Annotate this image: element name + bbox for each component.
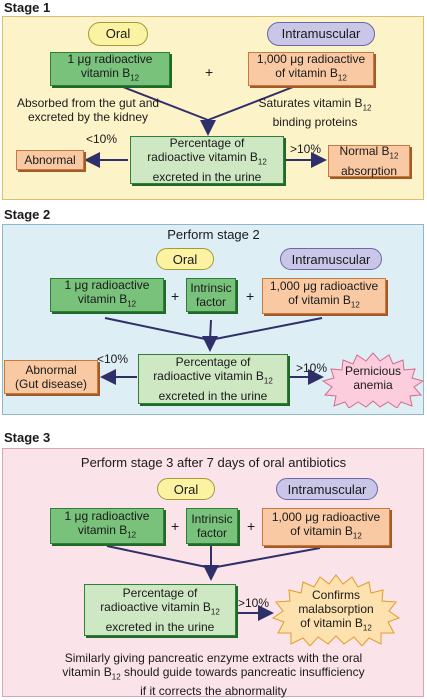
stage3-im-dose-line2: of vitamin B xyxy=(290,524,353,539)
b12-subscript: 12 xyxy=(127,530,137,540)
stage1-normal-box: Normal B12 absorption xyxy=(328,144,410,178)
stage1-im-dose-box: 1,000 μg radioactive of vitamin B12 xyxy=(248,52,374,86)
stage3-confirms-text: Confirms malabsorption of vitamin B12 xyxy=(272,588,400,635)
stage1-intramuscular-label: Intramuscular xyxy=(267,22,375,46)
b12-subscript: 12 xyxy=(350,300,360,310)
b12-subscript: 12 xyxy=(257,157,267,167)
stage2-plus-2: + xyxy=(246,288,255,304)
stage3-confirms-burst xyxy=(272,574,400,646)
b12-subscript: 12 xyxy=(210,607,220,617)
stage1-normal-line1: Normal B xyxy=(339,144,390,159)
stage2-intrinsic-factor-box: Intrinsic factor xyxy=(186,278,236,312)
stage3-footer-line2a: vitamin B xyxy=(62,665,112,679)
stage2-result-box: Percentage of radioactive vitamin B12 ex… xyxy=(138,354,288,404)
stage2-less-than-label: <10% xyxy=(97,352,129,366)
stage3-intrinsic-factor-box: Intrinsic factor xyxy=(186,508,238,544)
stage1-note-left: Absorbed from the gut and excreted by th… xyxy=(16,96,160,124)
stage2-perform-text: Perform stage 2 xyxy=(167,227,260,242)
stage1-note-right-line2: binding proteins xyxy=(272,115,358,130)
stage3-im-dose-line1: 1,000 μg radioactive xyxy=(271,510,381,525)
b12-subscript: 12 xyxy=(337,73,347,83)
stage3-plus-2: + xyxy=(247,518,256,534)
stage3-intramuscular-label: Intramuscular xyxy=(276,478,378,500)
stage2-pernicious-burst xyxy=(322,352,424,408)
stage2-plus-1: + xyxy=(171,288,180,304)
stage1-oral-dose-line2: vitamin B xyxy=(80,66,131,81)
stage2-oral-label: Oral xyxy=(156,248,214,270)
stage1-oral-dose-line1: 1 μg radioactive xyxy=(67,52,153,67)
stage3-intrinsic-line2: factor xyxy=(196,526,227,540)
stage2-abnormal-line2: (Gut disease) xyxy=(14,377,88,391)
stage3-oral-dose-line1: 1 μg radioactive xyxy=(64,509,150,524)
stage1-im-dose-line2: of vitamin B xyxy=(275,66,338,81)
stage3-footer-note: Similarly giving pancreatic enzyme extra… xyxy=(0,651,427,698)
stage3-perform-text: Perform stage 3 after 7 days of oral ant… xyxy=(80,455,347,470)
stage2-im-dose-line1: 1,000 μg radioactive xyxy=(269,279,379,294)
stage3-confirms-line3: of vitamin B xyxy=(300,616,363,630)
stage1-oral-label: Oral xyxy=(88,22,148,46)
stage1-right-connector xyxy=(207,81,307,121)
stage1-result-line3: excreted in the urine xyxy=(152,169,262,184)
stage2-intramuscular-label: Intramuscular xyxy=(280,248,382,270)
stage2-oral-dose-box: 1 μg radioactive vitamin B12 xyxy=(50,278,164,312)
stage3-result-line3: excreted in the urine xyxy=(105,619,215,634)
stage1-left-connector xyxy=(109,81,209,121)
stage1-note-right: Saturates vitamin B12 binding proteins xyxy=(240,96,390,129)
stage1-result-box: Percentage of radioactive vitamin B12 ex… xyxy=(130,136,284,184)
stage2-intrinsic-line1: Intrinsic xyxy=(190,281,232,295)
b12-subscript: 12 xyxy=(362,623,372,633)
stage1-abnormal-box: Abnormal xyxy=(16,150,84,170)
stage3-oral-dose-line2: vitamin B xyxy=(77,523,128,538)
stage3-footer-line1: Similarly giving pancreatic enzyme extra… xyxy=(64,651,363,665)
stage2-intrinsic-line2: factor xyxy=(195,295,226,309)
stage2-result-line1: Percentage of xyxy=(175,355,251,370)
stage3-result-line1: Percentage of xyxy=(122,586,198,601)
stage1-normal-line2: absorption xyxy=(340,163,398,178)
stage2-pernicious-text: Pernicious anemia xyxy=(322,364,424,392)
stage-3-title: Stage 3 xyxy=(4,430,51,445)
stage1-im-dose-line1: 1,000 μg radioactive xyxy=(256,52,366,67)
stage3-result-line2: radioactive vitamin B xyxy=(100,600,211,615)
stage2-oral-dose-line2: vitamin B xyxy=(77,292,128,307)
b12-subscript: 12 xyxy=(389,151,399,161)
stage2-greater-than-label: >10% xyxy=(296,361,328,375)
stage1-oral-dose-box: 1 μg radioactive vitamin B12 xyxy=(50,52,170,86)
stage2-pernicious-line2: anemia xyxy=(353,378,393,392)
stage1-result-line1: Percentage of xyxy=(169,136,245,151)
stage1-greater-than-label: >10% xyxy=(290,142,322,156)
stage3-oral-label: Oral xyxy=(157,478,215,500)
stage3-confirms-line2: malabsorption xyxy=(298,602,374,616)
stage-2-title: Stage 2 xyxy=(4,207,51,222)
stage3-footer-line2b: should guide towards pancreatic insuffic… xyxy=(124,665,365,679)
stage2-im-dose-line2: of vitamin B xyxy=(288,293,351,308)
b12-subscript: 12 xyxy=(362,103,372,113)
b12-subscript: 12 xyxy=(111,672,121,682)
stage2-result-line2: radioactive vitamin B xyxy=(153,369,264,384)
b12-subscript: 12 xyxy=(263,376,273,386)
b12-subscript: 12 xyxy=(130,73,140,83)
stage1-plus: + xyxy=(205,64,214,80)
stage2-result-line3: excreted in the urine xyxy=(158,388,268,403)
b12-subscript: 12 xyxy=(352,531,362,541)
stage2-pernicious-line1: Pernicious xyxy=(344,364,402,378)
stage3-intrinsic-line1: Intrinsic xyxy=(191,512,233,526)
stage2-oral-dose-line1: 1 μg radioactive xyxy=(64,278,150,293)
b12-subscript: 12 xyxy=(127,299,137,309)
stage3-confirms-line1: Confirms xyxy=(311,588,360,602)
stage1-result-line2: radioactive vitamin B xyxy=(147,150,258,165)
stage3-footer-line3: if it corrects the abnormality xyxy=(140,684,287,699)
stage3-plus-1: + xyxy=(171,518,180,534)
stage2-im-dose-box: 1,000 μg radioactive of vitamin B12 xyxy=(262,278,386,314)
stage-1-title: Stage 1 xyxy=(4,0,51,15)
stage1-less-than-label: <10% xyxy=(86,132,118,146)
stage3-oral-dose-box: 1 μg radioactive vitamin B12 xyxy=(50,508,164,544)
stage3-greater-than-label: >10% xyxy=(238,596,270,610)
stage3-im-dose-box: 1,000 μg radioactive of vitamin B12 xyxy=(262,508,390,546)
stage1-note-right-line1: Saturates vitamin B xyxy=(258,96,363,110)
stage2-abnormal-box: Abnormal (Gut disease) xyxy=(4,360,98,394)
stage3-result-box: Percentage of radioactive vitamin B12 ex… xyxy=(84,584,236,636)
stage2-abnormal-line1: Abnormal xyxy=(25,363,77,377)
